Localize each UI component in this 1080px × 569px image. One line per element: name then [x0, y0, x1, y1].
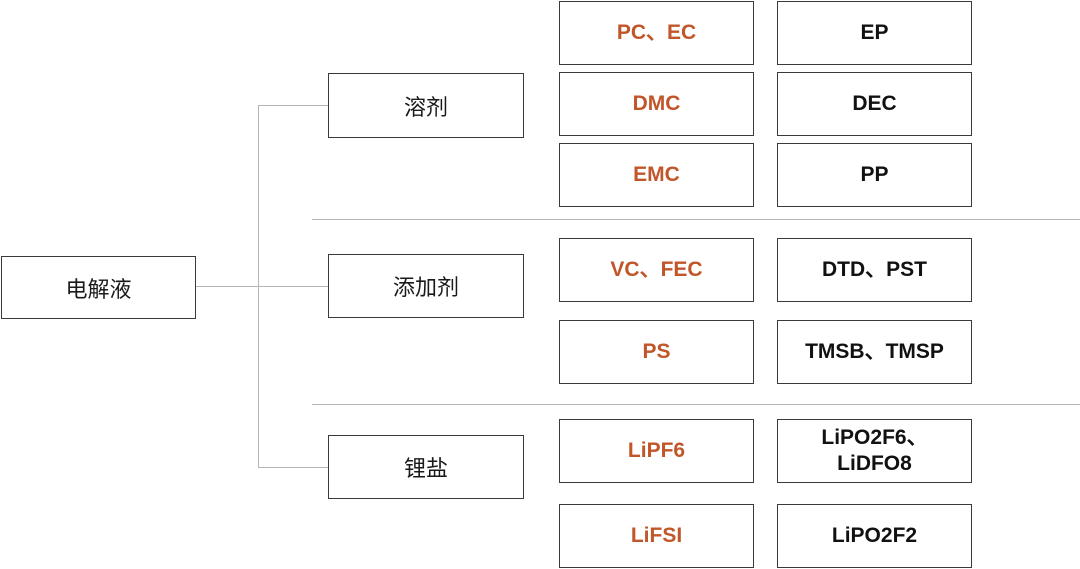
- separator-1: [312, 219, 1080, 220]
- separator-2: [312, 404, 1080, 405]
- solvent-item-emc: EMC: [559, 143, 754, 207]
- salt-item-lipf6: LiPF6: [559, 419, 754, 483]
- solvent-item-pc-ec: PC、EC: [559, 1, 754, 65]
- additive-item-dtd-pst: DTD、PST: [777, 238, 972, 302]
- category-additive: 添加剂: [328, 254, 524, 318]
- root-node: 电解液: [1, 256, 196, 319]
- salt-item-lifsi: LiFSI: [559, 504, 754, 568]
- salt-item-lipo2f6-lidfo8: LiPO2F6、 LiDFO8: [777, 419, 972, 483]
- solvent-item-dmc: DMC: [559, 72, 754, 136]
- connector-salt: [258, 467, 328, 468]
- salt-item-lipo2f6-line1: LiPO2F6、: [821, 426, 928, 449]
- additive-item-tmsb-tmsp: TMSB、TMSP: [777, 320, 972, 384]
- salt-item-lipo2f2: LiPO2F2: [777, 504, 972, 568]
- additive-item-ps: PS: [559, 320, 754, 384]
- solvent-item-dec: DEC: [777, 72, 972, 136]
- additive-item-vc-fec: VC、FEC: [559, 238, 754, 302]
- solvent-item-ep: EP: [777, 1, 972, 65]
- category-lithium-salt: 锂盐: [328, 435, 524, 499]
- connector-root: [195, 286, 328, 287]
- salt-item-lipo2f6-line2: LiDFO8: [837, 452, 912, 475]
- connector-solvent: [258, 105, 328, 106]
- solvent-item-pp: PP: [777, 143, 972, 207]
- connector-trunk: [258, 105, 259, 467]
- category-solvent: 溶剂: [328, 73, 524, 138]
